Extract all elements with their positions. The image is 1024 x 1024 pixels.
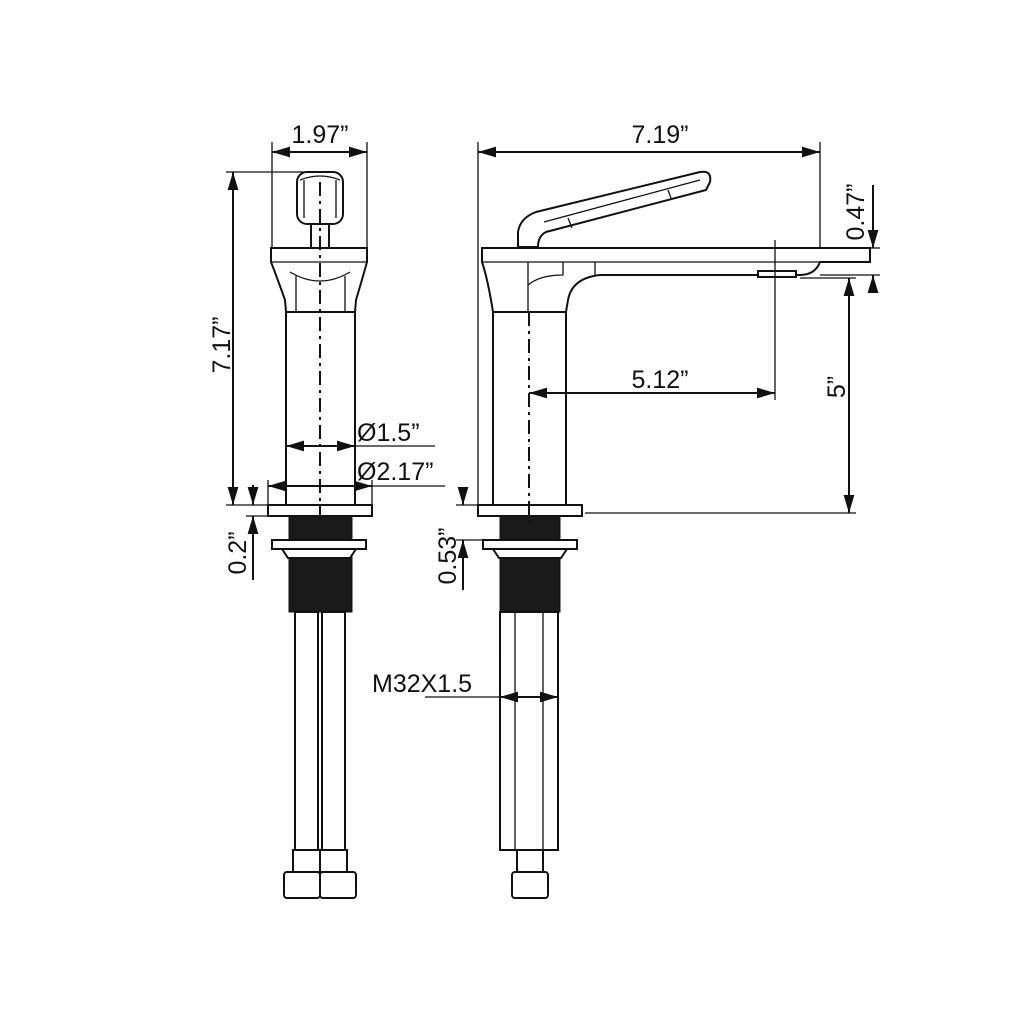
dim-spout-thickness: 0.47” (842, 184, 870, 241)
dim-base-height: 0.53” (434, 528, 462, 585)
dim-thread-spec: M32X1.5 (372, 670, 472, 698)
front-view (477, 170, 871, 899)
dim-side-height: 7.17” (208, 317, 236, 374)
spout (481, 247, 871, 313)
aerator (757, 270, 797, 278)
front-dimensions: 7.19” 0.47” 5.12” 5” 0.53” M32X1.5 (372, 121, 880, 705)
dim-base-diameter: Ø2.17” (357, 458, 433, 486)
thread (288, 515, 353, 613)
side-view (267, 171, 373, 899)
dim-body-diameter: Ø1.5” (357, 419, 420, 447)
lever-handle (517, 170, 712, 248)
front-hose (499, 611, 559, 899)
dim-spout-reach: 5.12” (632, 366, 689, 394)
dim-base-thickness: 0.2” (224, 531, 252, 574)
front-thread (499, 515, 561, 613)
side-dimensions: 1.97” 7.17” Ø1.5” Ø2.17” 0.2” (208, 121, 445, 580)
front-mounting-nut (482, 539, 578, 550)
dim-spout-height: 5” (823, 376, 851, 398)
dim-front-width: 7.19” (632, 121, 689, 149)
dim-side-width: 1.97” (292, 121, 349, 149)
hoses (283, 611, 357, 899)
mounting-nut (271, 539, 367, 550)
